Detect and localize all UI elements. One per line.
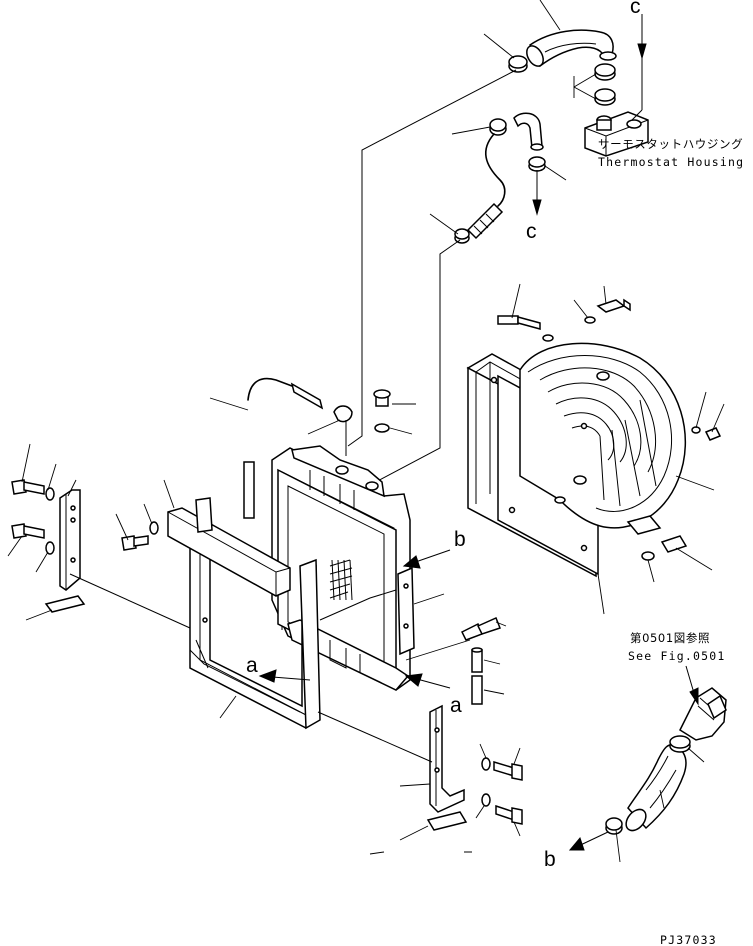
- arrow-b-bottom: [568, 831, 609, 851]
- drain-valve: [460, 616, 507, 705]
- fan-shroud: [466, 342, 686, 578]
- leader-lines-lower: [317, 711, 521, 855]
- arrow-b-right: [319, 549, 451, 621]
- drawing-code: PJ37033: [660, 933, 717, 946]
- see-fig-label-en: See Fig.0501: [628, 649, 725, 663]
- arrow-c-mid: [532, 170, 542, 216]
- leader-lines-hose: [615, 747, 705, 863]
- radiator-frame: [189, 521, 321, 730]
- radiator: [271, 445, 415, 691]
- ref-label-a-left: a: [246, 654, 258, 677]
- ref-label-c-top: c: [630, 0, 641, 18]
- left-bolts: [11, 479, 159, 555]
- leader-lines-left: [7, 443, 237, 719]
- leader-lines-shroud: [511, 283, 725, 615]
- small-clamps: [594, 63, 616, 106]
- see-fig-arrow: [685, 665, 699, 706]
- lower-bolts: [481, 757, 523, 825]
- thermostat-label-jp: サーモスタットハウジング: [598, 137, 743, 151]
- thermostat-label-en: Thermostat Housing: [598, 155, 744, 169]
- bypass-hose: [489, 112, 546, 172]
- lower-bracket: [426, 704, 468, 831]
- arrow-a-left: [258, 669, 311, 683]
- ref-label-b-right: b: [454, 528, 466, 551]
- drain-tube: [454, 133, 506, 244]
- upper-hose-clamp: [508, 55, 528, 73]
- leader-lines-upper: [429, 0, 597, 235]
- ref-label-b-bottom: b: [544, 848, 556, 871]
- ref-label-c-mid: c: [526, 220, 537, 243]
- water-pipe-elbow: [679, 687, 727, 741]
- cross-brace: [167, 497, 291, 597]
- ref-label-a-right: a: [450, 694, 462, 717]
- leader-lines-radiator: [209, 397, 471, 661]
- arrow-a-right: [404, 673, 451, 689]
- see-fig-label-jp: 第0501図参照: [630, 631, 710, 645]
- lower-hose: [605, 735, 691, 835]
- thermostat-housing: [584, 111, 649, 157]
- left-bracket: [44, 489, 86, 613]
- upper-hose: [526, 29, 617, 68]
- shroud-bolts: [497, 298, 722, 561]
- arrow-c-top: [631, 14, 647, 121]
- assembly-lines: [347, 69, 517, 485]
- radiator-cap-tubes: [243, 377, 391, 519]
